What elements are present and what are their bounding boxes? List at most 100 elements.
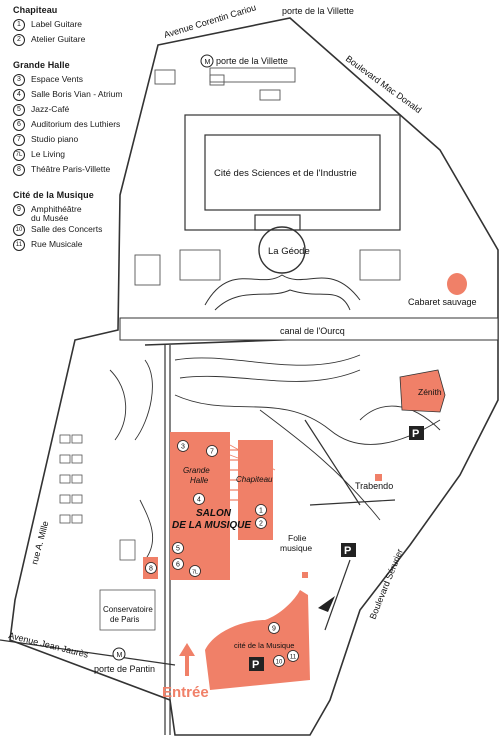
legend-section-title: Grande Halle [13, 60, 70, 70]
geode-label: La Géode [268, 246, 310, 257]
north-blocks [134, 67, 401, 286]
legend-item: 6 Auditorium des Luthiers [13, 119, 173, 134]
legend-item-label: Jazz-Café [31, 104, 70, 114]
conservatoire-label-2: de Paris [110, 615, 139, 624]
street-porte-villette: porte de la Villette [282, 6, 354, 16]
legend-item-number: 1 [13, 19, 25, 31]
west-blocks [59, 434, 156, 631]
metro-pantin-symbol: M [117, 652, 123, 659]
marker-7: 7 [210, 449, 214, 456]
direction-icon [318, 596, 335, 612]
conservatoire-label-1: Conservatoire [103, 605, 153, 614]
legend-item: 3 Espace Vents [13, 74, 173, 89]
folie-label-2: musique [280, 543, 312, 553]
legend-item: 4 Salle Boris Vian - Atrium [13, 89, 173, 104]
legend-item-number: 7 [13, 134, 25, 146]
entree-arrow-icon [179, 643, 195, 676]
legend-item-label: Auditorium des Luthiers [31, 119, 121, 129]
legend-item: 9 Amphithéâtre du Musée [13, 204, 173, 224]
metro-villette-label: porte de la Villette [216, 56, 288, 66]
place-labels: M porte de la Villette M porte de Pantin… [94, 56, 477, 701]
legend-item-number: 7L [13, 149, 25, 161]
legend-item-number: 5 [13, 104, 25, 116]
legend-item-label: Le Living [31, 149, 66, 159]
legend-item: 7 Studio piano [13, 134, 173, 149]
street-serurier: Boulevard Sérurier [368, 547, 405, 620]
legend-item-label: Rue Musicale [31, 239, 83, 249]
marker-3: 3 [181, 444, 185, 451]
metro-villette-icon [200, 54, 214, 68]
marker-8: 8 [149, 566, 153, 573]
marker-4: 4 [197, 497, 201, 504]
marker-11: 11 [290, 655, 297, 661]
legend-item-label: Salle des Concerts [31, 224, 103, 234]
street-mac-donald: Boulevard Mac Donald [344, 54, 424, 116]
legend-item-number: 2 [13, 34, 25, 46]
trabendo-marker [375, 474, 382, 481]
grande-halle-label-2: Halle [190, 476, 209, 485]
cite-sciences-label: Cité des Sciences et de l'Industrie [214, 168, 357, 179]
zenith [399, 369, 446, 413]
marker-6: 6 [176, 562, 180, 569]
legend-item-number: 3 [13, 74, 25, 86]
cabaret-label: Cabaret sauvage [408, 297, 477, 307]
cite-musique-label: cité de la Musique [234, 641, 294, 650]
legend-item-label: Salle Boris Vian - Atrium [31, 89, 123, 99]
chapiteau-label: Chapiteau [236, 475, 273, 484]
parking-icons [249, 426, 424, 671]
legend-item-label: Théâtre Paris-Villette [31, 164, 111, 174]
legend-section-title: Chapiteau [13, 5, 58, 15]
parking-1: P [412, 428, 419, 440]
zenith-label: Zénith [418, 387, 442, 397]
park-paths [109, 354, 441, 561]
metro-villette-symbol: M [205, 59, 211, 66]
legend-section: Chapiteau 1 Label Guitare 2 Atelier Guitare [13, 5, 173, 49]
legend-item-label: Label Guitare [31, 19, 83, 29]
cabaret-marker [447, 273, 467, 295]
parking-3: P [252, 659, 259, 671]
cite-musique [205, 590, 310, 690]
canal-band [119, 317, 499, 341]
entree-label: Entrée [162, 684, 209, 701]
legend-item-number: 10 [13, 224, 25, 236]
legend-item-label: Atelier Guitare [31, 34, 86, 44]
folie-label-1: Folie [288, 533, 307, 543]
salon-label-1: SALON [196, 508, 232, 519]
canal-label: canal de l'Ourcq [280, 326, 345, 336]
parking-2: P [344, 545, 351, 557]
legend-item: 2 Atelier Guitare [13, 34, 173, 49]
legend-item-number: 6 [13, 119, 25, 131]
legend-section: Grande Halle 3 Espace Vents 4 Salle Boris Vi… [13, 60, 173, 179]
marker-1: 1 [259, 508, 263, 515]
marker-10: 10 [276, 660, 283, 666]
legend-item: 10 Salle des Concerts [13, 224, 173, 239]
grande-halle-label-1: Grande [183, 466, 210, 475]
legend-item: 7L Le Living [13, 149, 173, 164]
legend-item-label: Amphithéâtre du Musée [31, 204, 82, 223]
legend-item: 1 Label Guitare [13, 19, 173, 34]
grande-halle [170, 432, 276, 580]
marker-9: 9 [272, 626, 276, 633]
legend-item-label: Espace Vents [31, 74, 83, 84]
marker-5: 5 [176, 546, 180, 553]
legend-item-label: Studio piano [31, 134, 79, 144]
marker-7l: 7L [192, 570, 198, 576]
geode-dome [258, 226, 306, 274]
legend-item-number: 4 [13, 89, 25, 101]
legend-item-number: 8 [13, 164, 25, 176]
marker-2: 2 [259, 521, 263, 528]
metro-pantin-label: porte de Pantin [94, 664, 155, 674]
geode-paths [204, 274, 361, 311]
metro-pantin-icon [112, 647, 126, 661]
legend-item: 5 Jazz-Café [13, 104, 173, 119]
legend-item-number: 9 [13, 204, 25, 216]
legend-item: 8 Théâtre Paris-Villette [13, 164, 173, 179]
